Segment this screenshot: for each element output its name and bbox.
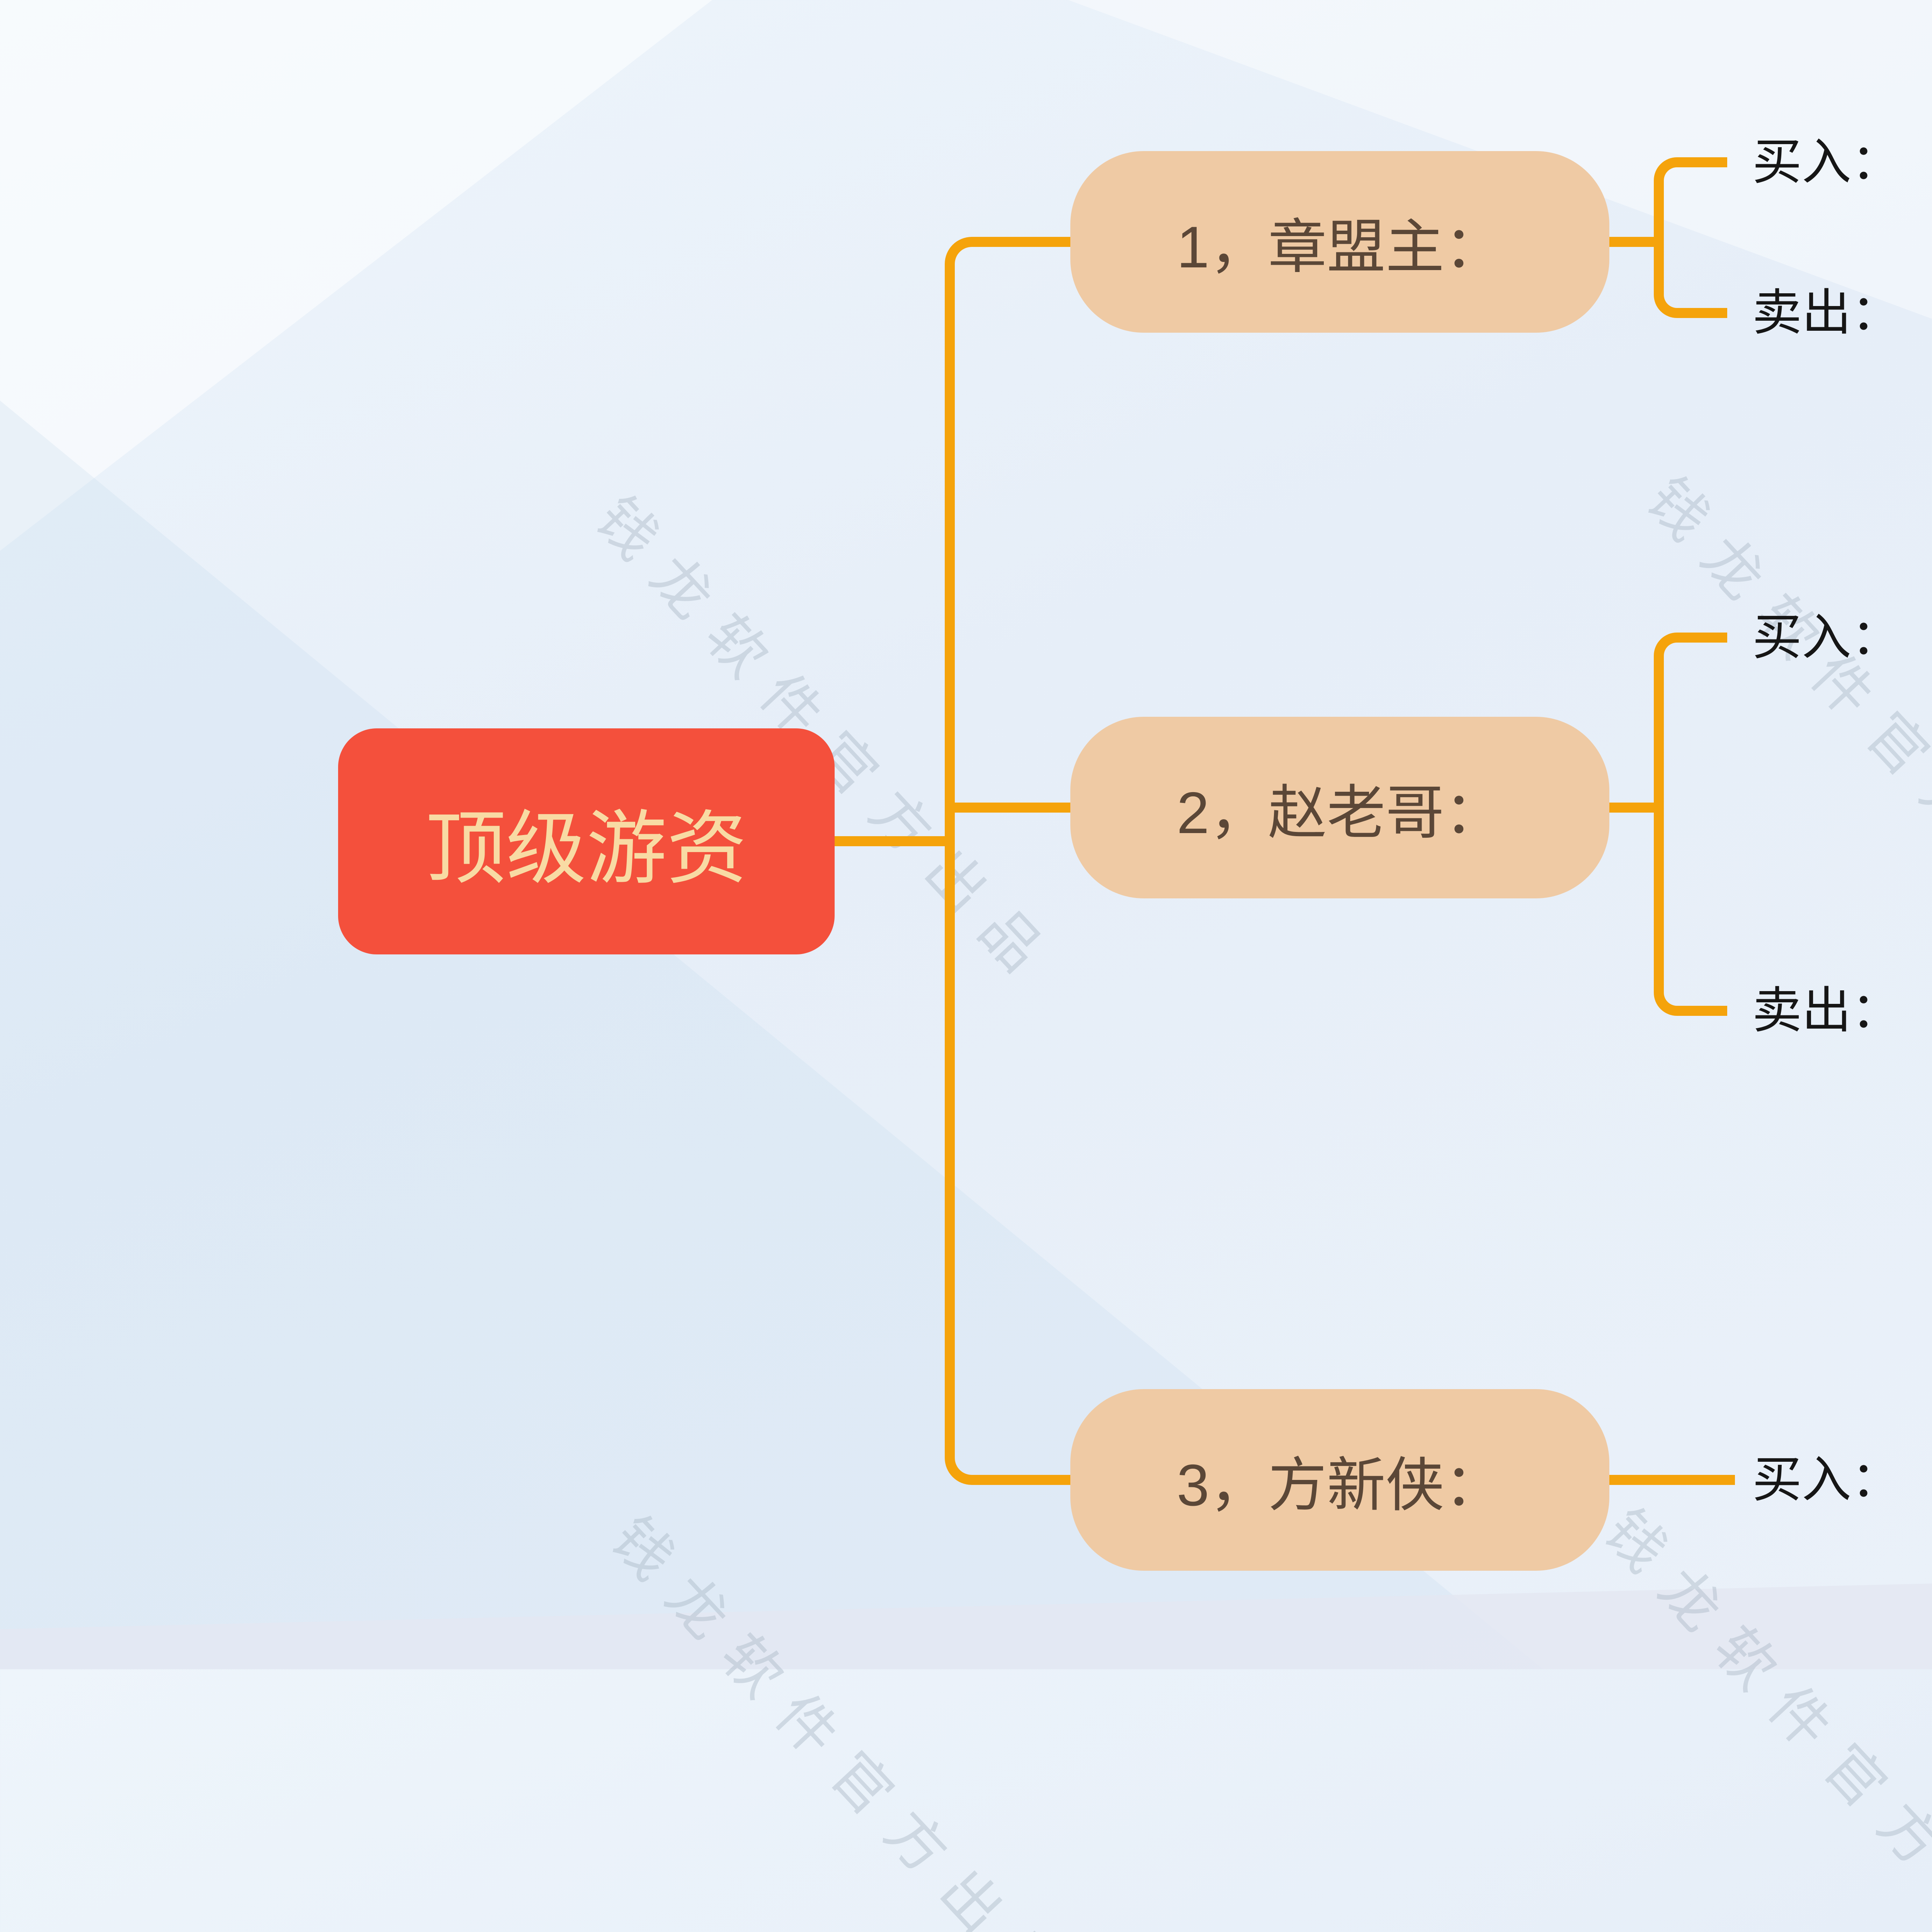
branch2-buy-label: 买入： bbox=[1752, 610, 1901, 665]
branch2-sell-label: 卖出： bbox=[1752, 983, 1901, 1038]
branch1-sell-label: 卖出： bbox=[1752, 285, 1901, 340]
connector-root-arm bbox=[829, 836, 955, 846]
connector-branch2-arm bbox=[950, 803, 1074, 813]
connector-spine-bracket bbox=[945, 237, 1072, 1485]
root-node: 顶级游资 bbox=[338, 728, 835, 954]
branch3-buy-label: 买入： bbox=[1752, 1452, 1901, 1507]
mindmap-canvas: 钱龙软件官方出品 钱龙软件官方出品 钱龙软件官方出品 钱龙软件官方出品 顶级游资… bbox=[0, 134, 1932, 1932]
connector-branch3-line bbox=[1607, 1475, 1735, 1485]
connector-branch1-groups-bracket bbox=[1654, 157, 1727, 318]
connector-branch2-groups-bracket bbox=[1654, 633, 1727, 1016]
diagonal-watermark: 钱龙软件官方出品 bbox=[1592, 1497, 1932, 1932]
branch-node-3: 3，方新侠： bbox=[1070, 1389, 1609, 1571]
connector-branch1-stub bbox=[1607, 237, 1659, 247]
connector-branch2-stub bbox=[1607, 803, 1659, 813]
branch-node-1: 1，章盟主： bbox=[1070, 151, 1609, 333]
branch1-buy-label: 买入： bbox=[1752, 134, 1901, 190]
branch-node-2: 2，赵老哥： bbox=[1070, 717, 1609, 898]
